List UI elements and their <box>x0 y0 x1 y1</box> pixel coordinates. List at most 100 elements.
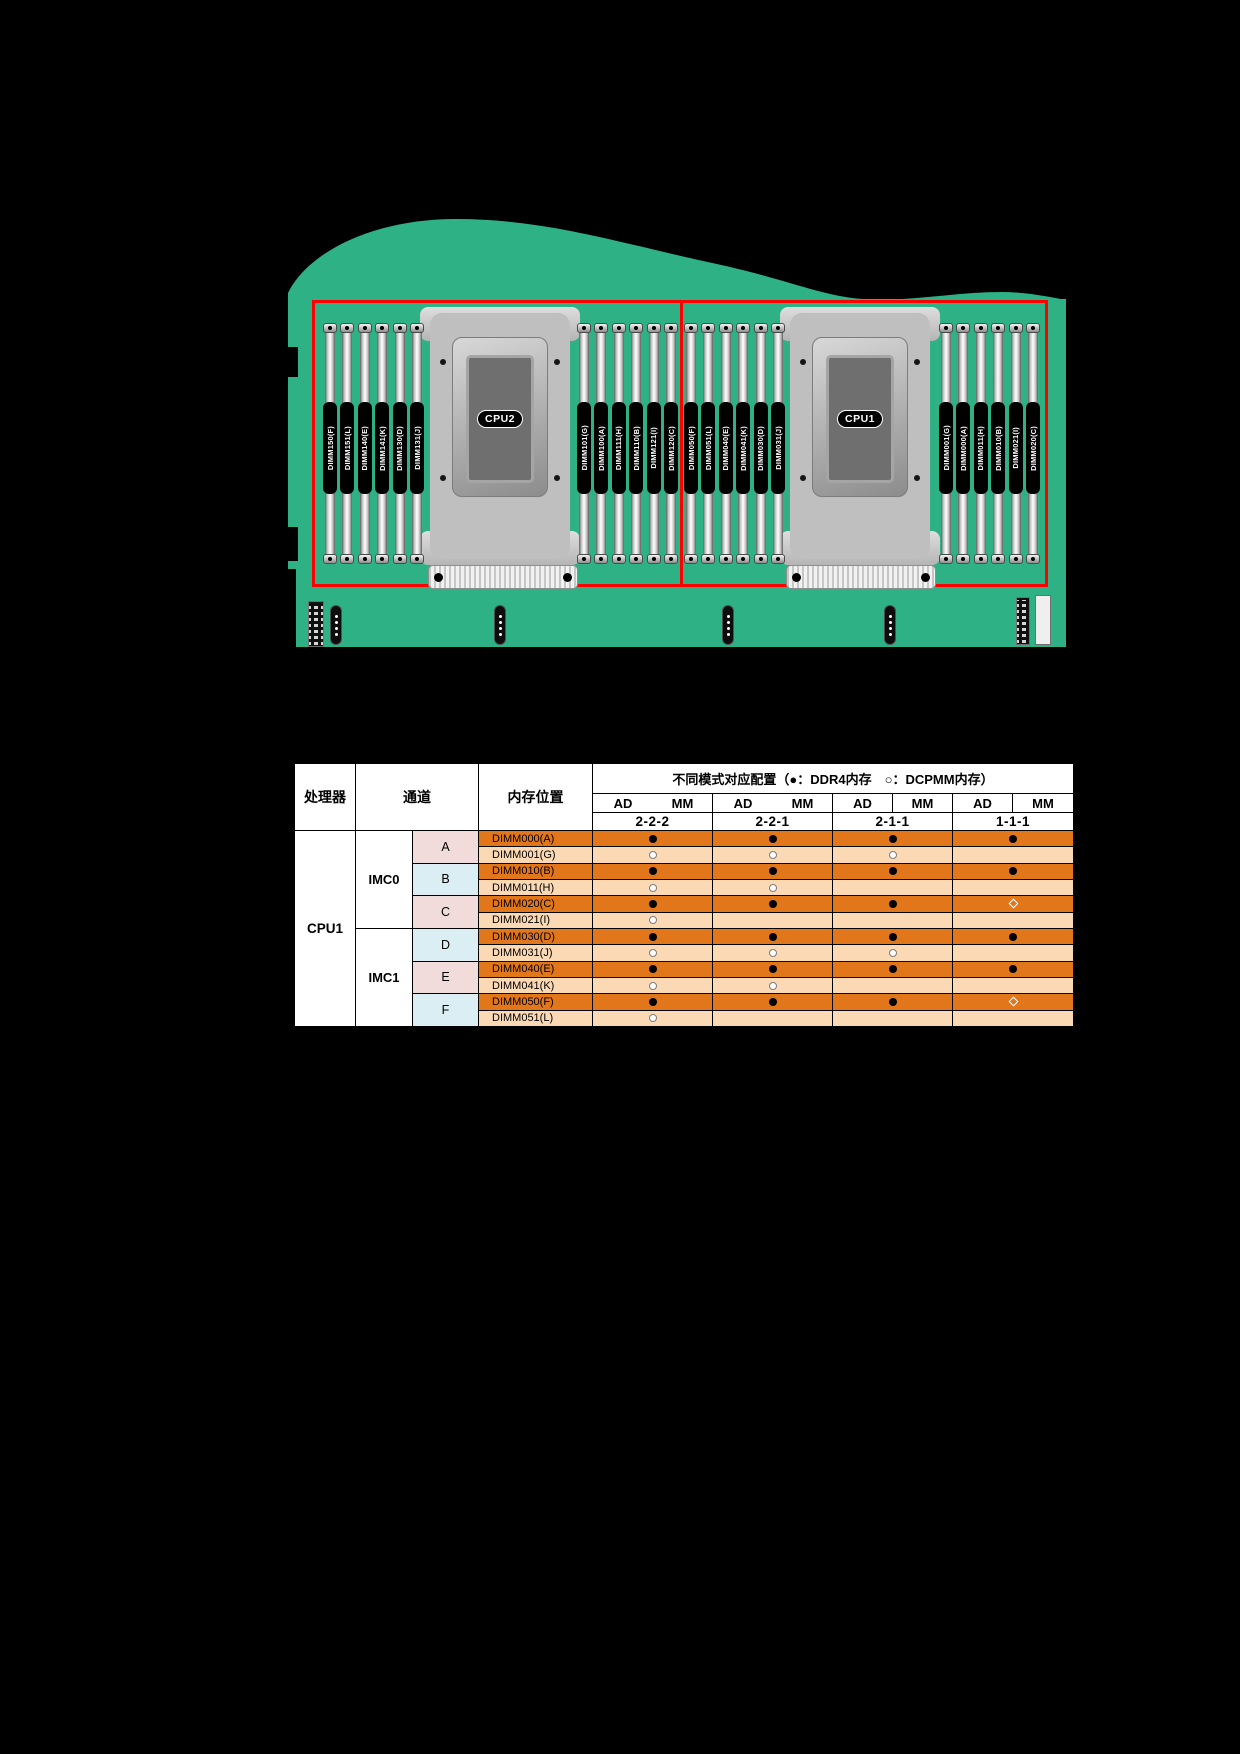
slot-latch <box>392 323 407 333</box>
riser-slot-connector <box>428 565 578 589</box>
riser-slot-connector <box>786 565 936 589</box>
config-mark-cell <box>953 961 1073 978</box>
pin-header-connector <box>1035 595 1051 645</box>
dimm-location-cell: DIMM001(G) <box>479 847 593 864</box>
slot-latch <box>701 323 716 333</box>
ddr4-dot-icon <box>1009 932 1017 941</box>
dimm-slot-label: DIMM100(A) <box>594 402 609 494</box>
slot-latch <box>753 554 768 564</box>
channel-letter-cell: D <box>413 929 479 962</box>
slot-latch <box>973 554 988 564</box>
mode-label-cell: 1-1-1 <box>953 813 1073 831</box>
dimm-slot-label-text: DIMM131(J) <box>412 426 422 470</box>
config-mark-cell <box>593 863 713 880</box>
mm-header-cell: MM <box>893 794 953 813</box>
cpu1-label: CPU1 <box>836 410 884 428</box>
ad-header-cell: AD <box>953 794 1013 813</box>
dimm-slot-label-text: DIMM050(F) <box>686 425 696 471</box>
slot-latch <box>991 554 1006 564</box>
mm-header-cell: MM <box>773 794 833 813</box>
slot-latch <box>956 554 971 564</box>
dimm-slot-label: DIMM131(J) <box>410 402 424 494</box>
config-mark-cell <box>833 929 953 946</box>
dimm-slot-label: DIMM041(K) <box>736 402 751 494</box>
config-mark-cell <box>713 831 833 848</box>
config-mark-cell <box>713 961 833 978</box>
dimm-slot-label: DIMM101(G) <box>577 402 591 494</box>
dimm-slot-label-text: DIMM111(H) <box>614 425 624 471</box>
dimm-slot-label-text: DIMM000(A) <box>958 425 968 471</box>
board-notch <box>288 527 298 561</box>
dimm-area-divider <box>680 300 683 587</box>
ddr4-dot-icon <box>648 965 657 974</box>
slot-latch <box>939 323 953 333</box>
dimm-slot-label-text: DIMM041(K) <box>738 425 748 471</box>
config-mark-cell <box>953 896 1073 913</box>
dcpmm-circle-icon <box>888 850 897 859</box>
ddr4-dot-icon <box>768 932 777 941</box>
slot-latch <box>718 323 733 333</box>
dimm-slot: DIMM021(I) <box>1008 323 1023 564</box>
dimm-slot-label: DIMM000(A) <box>956 402 971 494</box>
dimm-slot-label-text: DIMM121(I) <box>649 427 659 469</box>
config-mark-cell <box>953 863 1073 880</box>
config-mark-cell <box>713 863 833 880</box>
slot-latch <box>629 323 644 333</box>
slot-latch <box>736 554 751 564</box>
dimm-slot-label-text: DIMM150(F) <box>325 425 335 471</box>
config-mark-cell <box>833 945 953 962</box>
config-mark-cell <box>953 880 1073 897</box>
dimm-slot: DIMM041(K) <box>736 323 751 564</box>
config-mark-cell <box>593 912 713 929</box>
slot-latch <box>1008 323 1023 333</box>
ad-header-cell: AD <box>593 794 653 813</box>
dimm-slot: DIMM051(L) <box>701 323 716 564</box>
config-mark-cell <box>833 831 953 848</box>
ddr4-dot-icon <box>888 867 897 876</box>
dcpmm-circle-icon <box>648 850 657 859</box>
motherboard-diagram: CPU2 CPU1 DIMM150(F)DIMM151(L)DIMM140(E)… <box>288 197 1066 647</box>
dimm-location-cell: DIMM020(C) <box>479 896 593 913</box>
dimm-slot-label-text: DIMM140(E) <box>360 425 370 471</box>
dimm-slot-label: DIMM011(H) <box>973 402 988 494</box>
imc-cell: IMC0 <box>356 831 413 929</box>
ddr4-dot-icon <box>648 997 657 1006</box>
pin-header-connector <box>308 601 324 647</box>
dimm-slot-label: DIMM121(I) <box>646 402 661 494</box>
location-header-cell: 内存位置 <box>479 764 593 831</box>
config-mark-cell <box>953 912 1073 929</box>
dimm-location-cell: DIMM040(E) <box>479 961 593 978</box>
slot-latch <box>646 554 661 564</box>
channel-letter-cell: C <box>413 896 479 929</box>
dimm-slot: DIMM000(A) <box>956 323 971 564</box>
slot-latch <box>684 554 698 564</box>
config-mark-cell <box>833 1010 953 1027</box>
ddr4-dot-icon <box>648 899 657 908</box>
slot-latch <box>340 323 355 333</box>
channel-letter-cell: F <box>413 994 479 1027</box>
dcpmm-circle-icon <box>768 883 777 892</box>
dcpmm-circle-icon <box>648 916 657 925</box>
slot-latch <box>646 323 661 333</box>
channel-letter-cell: A <box>413 831 479 864</box>
pin-header-connector <box>1016 597 1030 645</box>
dimm-slot-label-text: DIMM020(C) <box>1028 425 1038 471</box>
slot-latch <box>701 554 716 564</box>
dimm-slot-label-text: DIMM120(C) <box>666 425 676 471</box>
dimm-slot-label: DIMM110(B) <box>629 402 644 494</box>
mode-label-cell: 2-1-1 <box>833 813 953 831</box>
dimm-slot: DIMM150(F) <box>323 323 337 564</box>
slot-latch <box>973 323 988 333</box>
channel-header-cell: 通道 <box>356 764 479 831</box>
channel-letter-cell: E <box>413 961 479 995</box>
ddr4-dot-icon <box>888 834 897 843</box>
config-mark-cell <box>713 994 833 1011</box>
modes-title-cell: 不同模式对应配置（●：DDR4内存 ○：DCPMM内存） <box>593 764 1073 794</box>
config-mark-cell <box>953 978 1073 995</box>
dcpmm-circle-icon <box>648 948 657 957</box>
config-mark-cell <box>593 1010 713 1027</box>
slot-latch <box>410 323 424 333</box>
slot-latch <box>611 554 626 564</box>
config-mark-cell <box>953 847 1073 864</box>
